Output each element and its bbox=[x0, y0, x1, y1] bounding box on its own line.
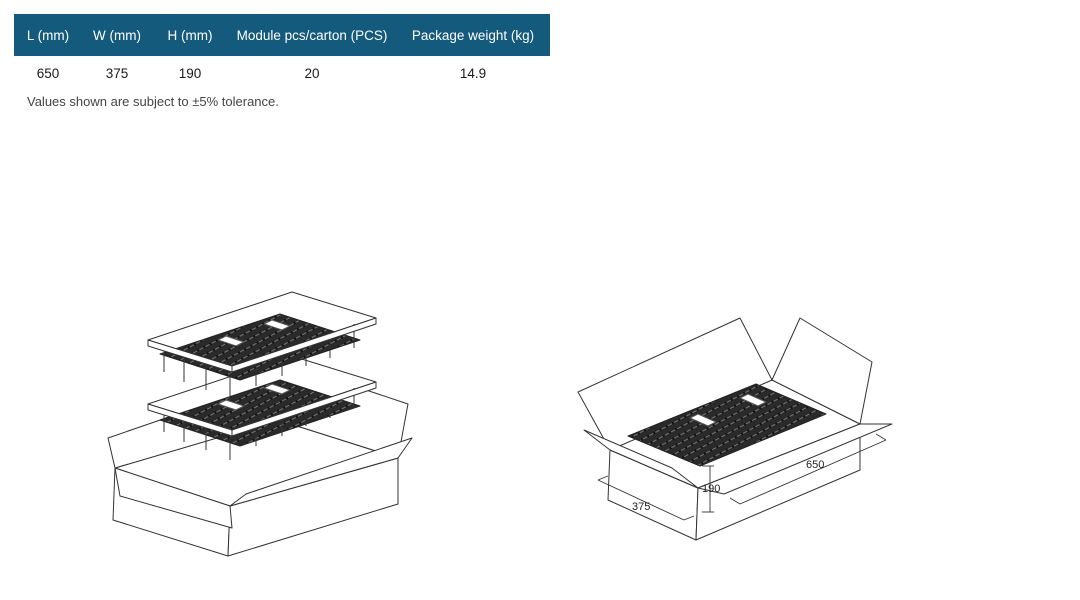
packed-modules bbox=[627, 383, 827, 467]
table-header-row: L (mm) W (mm) H (mm) Module pcs/carton (… bbox=[14, 14, 550, 56]
open-carton-left bbox=[107, 377, 413, 557]
cell-height: 190 bbox=[178, 65, 202, 81]
cell-length: 650 bbox=[36, 65, 60, 81]
table-row: 650 375 190 20 14.9 bbox=[14, 56, 550, 90]
cell-package-weight: 14.9 bbox=[459, 65, 487, 81]
lower-tray bbox=[147, 355, 377, 460]
dimension-lines bbox=[597, 433, 887, 521]
exploded-carton-figure bbox=[107, 291, 413, 557]
header-height: H (mm) bbox=[167, 27, 213, 43]
tolerance-note: Values shown are subject to ±5% toleranc… bbox=[27, 94, 279, 109]
packed-carton-figure bbox=[577, 317, 893, 541]
dimension-width-label: 375 bbox=[632, 501, 650, 513]
cell-module-pcs: 20 bbox=[304, 65, 320, 81]
header-package-weight: Package weight (kg) bbox=[411, 27, 535, 43]
header-module-pcs: Module pcs/carton (PCS) bbox=[236, 27, 388, 43]
header-width: W (mm) bbox=[93, 27, 141, 43]
packaging-spec-table: L (mm) W (mm) H (mm) Module pcs/carton (… bbox=[14, 14, 550, 90]
dimension-length-label: 650 bbox=[806, 459, 824, 471]
upper-tray bbox=[147, 291, 377, 400]
header-length: L (mm) bbox=[26, 27, 70, 43]
cell-width: 375 bbox=[105, 65, 129, 81]
dimension-height-label: 190 bbox=[702, 483, 720, 495]
